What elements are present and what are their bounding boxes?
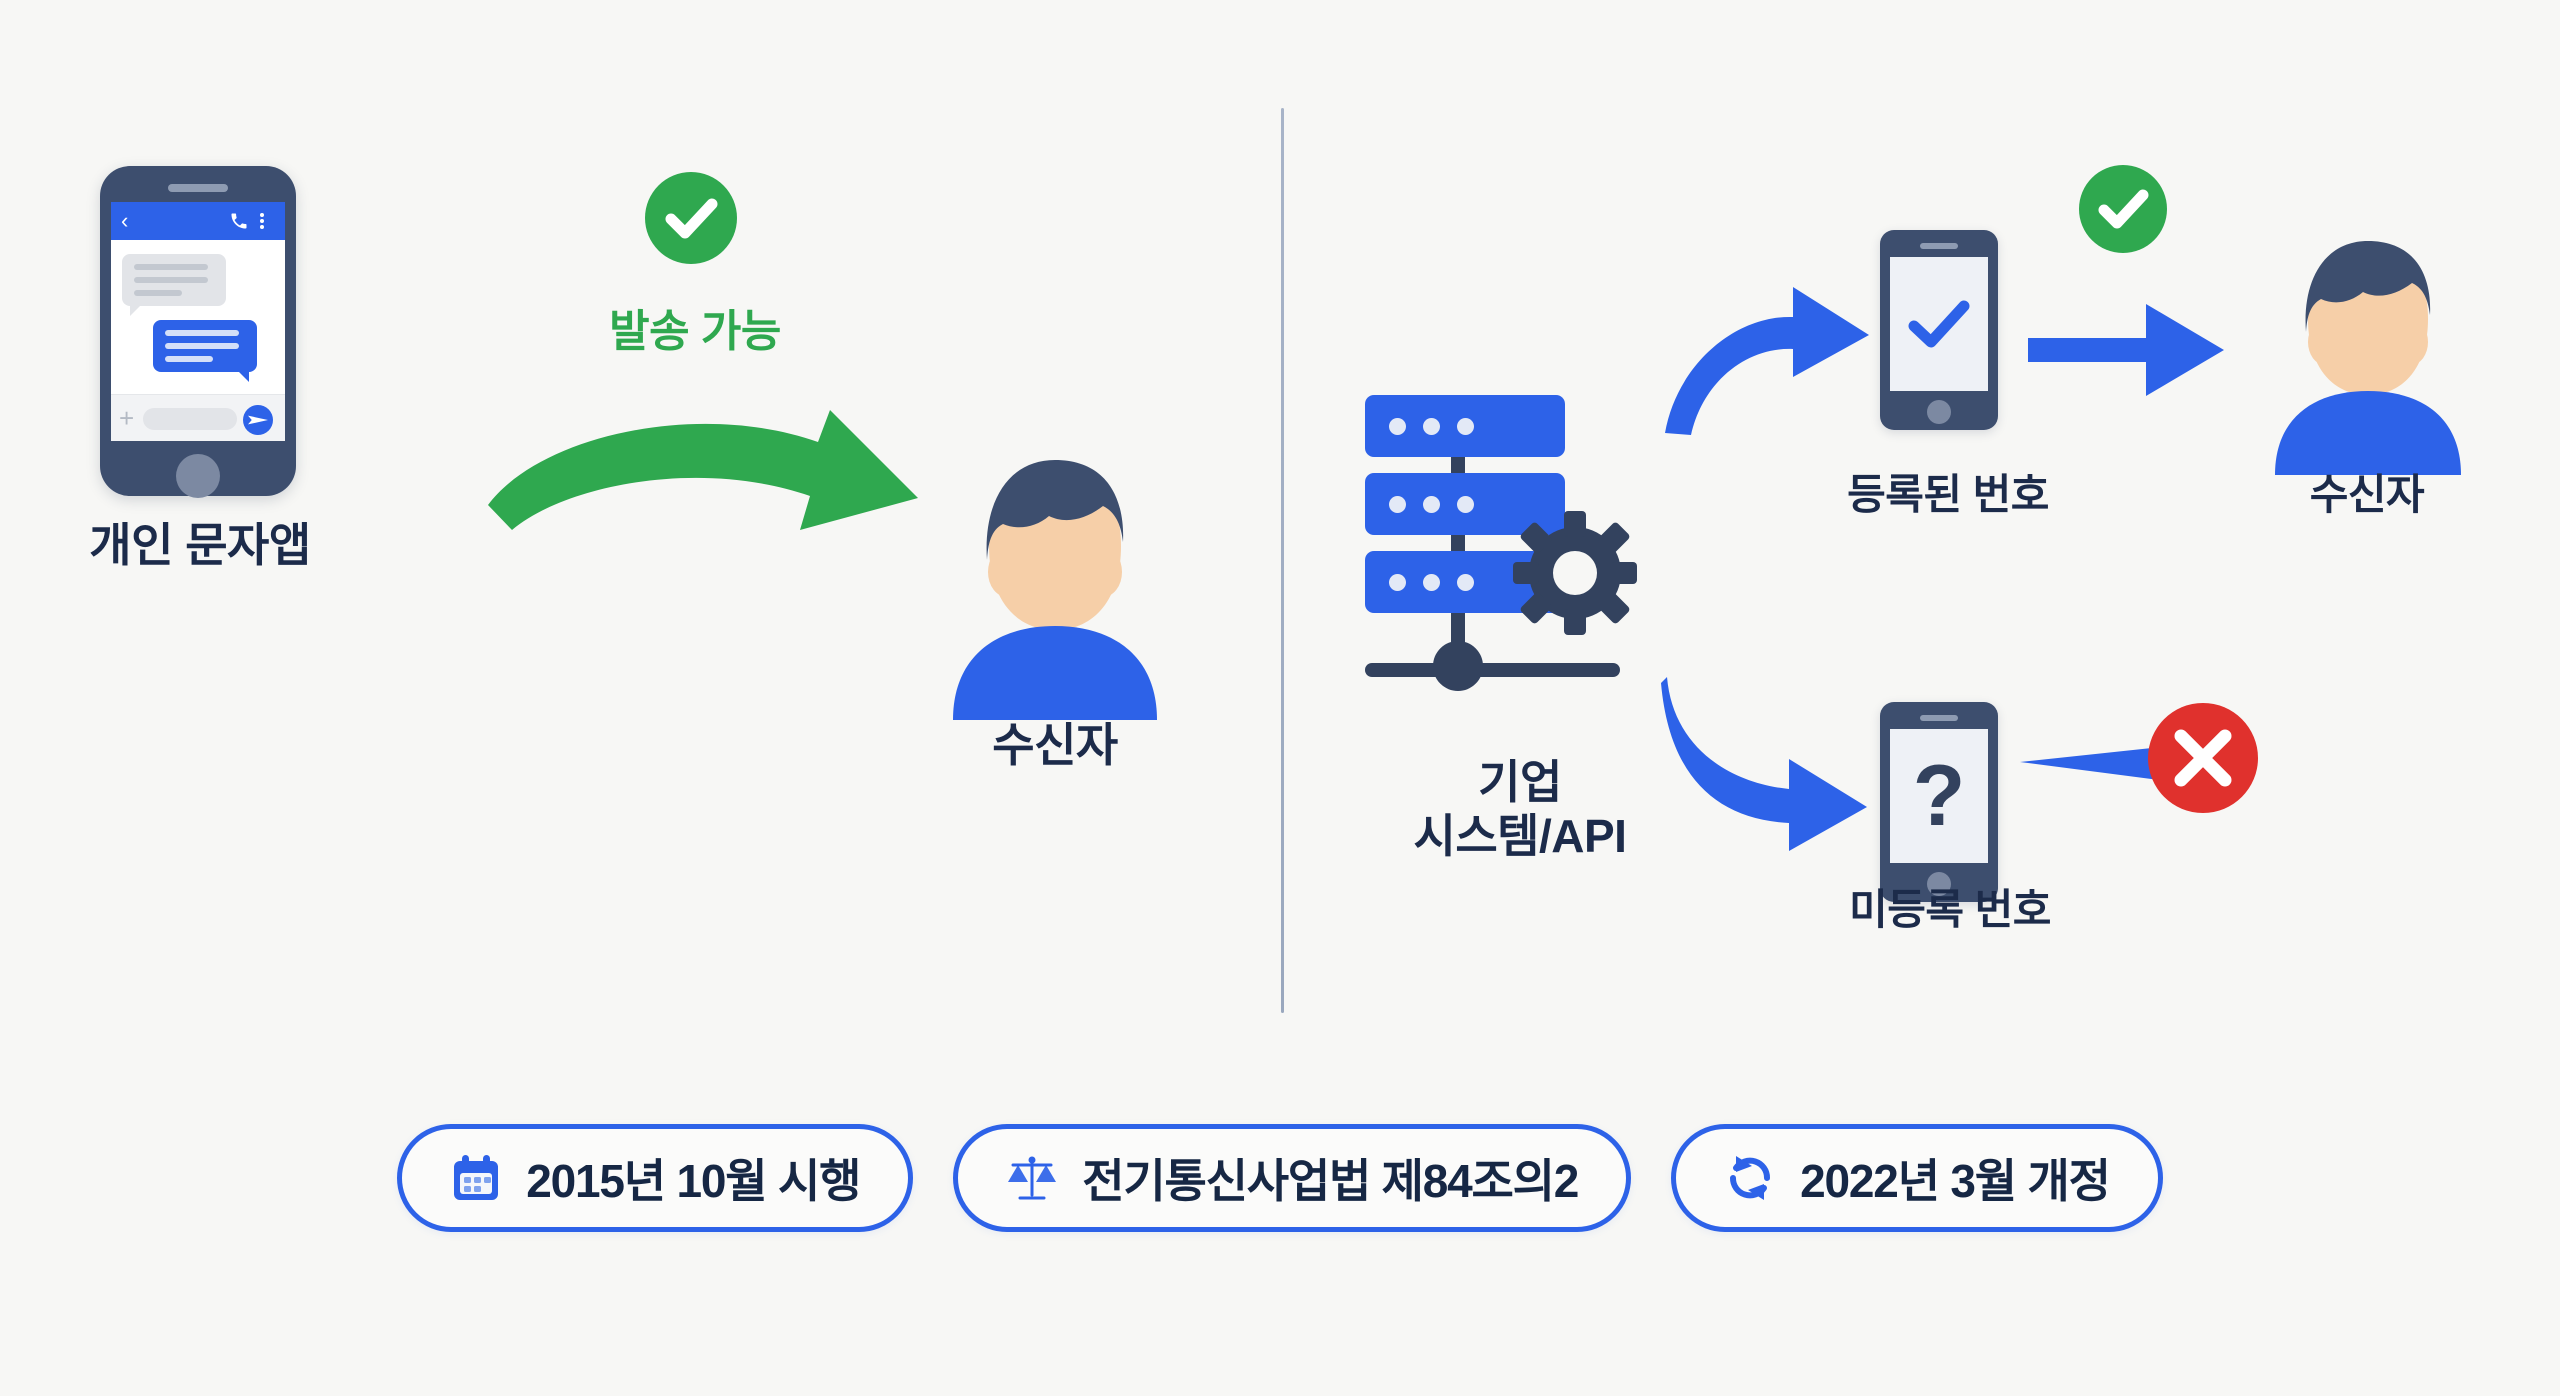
question-mark-glyph: ? — [1912, 748, 1966, 844]
send-allowed-status-label: 발송 가능 — [609, 307, 781, 356]
chevron-left-icon[interactable]: ‹ — [121, 208, 129, 233]
server-rack-1 — [1365, 395, 1565, 457]
home-button-icon — [1927, 872, 1951, 896]
phone-screen — [1890, 257, 1988, 391]
badge-label: 2022년 3월 개정 — [1800, 1155, 2111, 1207]
unregistered-number-label: 미등록 번호 — [1849, 886, 2051, 933]
plus-icon[interactable]: + — [119, 403, 135, 433]
phone-check-icon — [1880, 230, 1998, 430]
receiver-label-left: 수신자 — [992, 719, 1118, 771]
x-circle-icon — [2148, 703, 2258, 813]
receiver-label-right: 수신자 — [2309, 471, 2425, 518]
badge-label: 2015년 10월 시행 — [526, 1155, 861, 1207]
calendar-icon — [450, 1152, 502, 1204]
phone-screen: ? — [1890, 729, 1988, 863]
badge-enforcement-date[interactable]: 2015년 10월 시행 — [397, 1124, 914, 1232]
badge-amendment-date[interactable]: 2022년 3월 개정 — [1671, 1124, 2163, 1232]
outgoing-message-bubble — [153, 320, 257, 382]
avatar — [945, 420, 1165, 720]
panel-divider — [1281, 108, 1284, 1013]
incoming-message-bubble — [122, 254, 226, 316]
check-circle-icon — [645, 172, 737, 264]
message-input-field[interactable] — [143, 408, 237, 430]
scales-icon — [1006, 1152, 1058, 1204]
badge-label: 전기통신사업법 제84조의2 — [1082, 1155, 1579, 1207]
chat-app-bar: ‹ — [111, 202, 285, 240]
enterprise-system-label: 기업 시스템/API — [1413, 756, 1627, 863]
curved-arrow-right-icon — [1655, 265, 1885, 455]
phone-speaker — [1920, 243, 1958, 249]
phone-question-icon: ? — [1880, 702, 1998, 902]
avatar — [2268, 205, 2468, 475]
arrow-right-icon — [2028, 290, 2228, 410]
message-input-bar: + — [111, 394, 285, 441]
server-gear-icon — [1355, 385, 1685, 710]
curved-arrow-right-icon — [1655, 655, 1885, 851]
personal-messaging-phone: ‹ + — [100, 166, 296, 498]
phone-speaker — [1920, 715, 1958, 721]
send-paper-plane-icon[interactable] — [243, 405, 273, 435]
check-circle-icon — [2079, 165, 2167, 253]
kebab-menu-icon[interactable] — [259, 211, 265, 231]
refresh-icon — [1724, 1152, 1776, 1204]
personal-app-label: 개인 문자앱 — [89, 519, 311, 571]
arrow-right-icon — [2020, 740, 2200, 800]
phone-speaker — [168, 184, 228, 192]
badge-legal-article[interactable]: 전기통신사업법 제84조의2 — [953, 1124, 1632, 1232]
registered-number-label: 등록된 번호 — [1847, 471, 2049, 518]
home-button-icon[interactable] — [176, 454, 220, 498]
curved-arrow-right-icon — [470, 380, 970, 620]
footer-badge-row: 2015년 10월 시행 전기통신사업법 제84조의2 — [0, 1118, 2560, 1238]
phone-icon[interactable] — [229, 211, 249, 231]
phone-screen: ‹ + — [111, 202, 285, 441]
home-button-icon — [1927, 400, 1951, 424]
